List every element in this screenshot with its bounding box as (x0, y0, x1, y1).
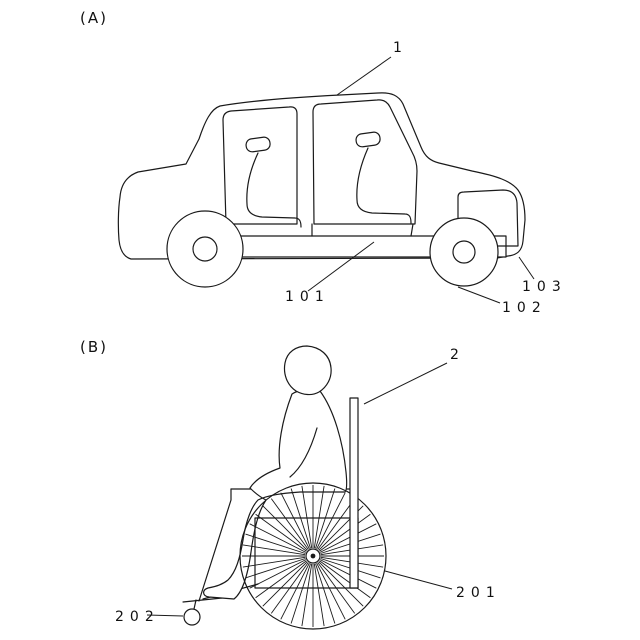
wheel-spoke (280, 562, 310, 620)
wheel-spoke (245, 558, 306, 579)
wheel-spoke (317, 498, 356, 550)
wheel-spoke (280, 492, 310, 550)
wheel-spoke (319, 523, 377, 553)
wheel-spoke (262, 505, 308, 551)
wheel-spoke (319, 513, 371, 552)
wheel-spoke (313, 485, 325, 549)
wheel-spoke (313, 563, 325, 627)
leader-line-1 (336, 56, 392, 96)
chair-caster-fork (193, 599, 197, 610)
drive-wheel-rim (239, 482, 387, 630)
ref-label-102: 102 (502, 300, 547, 316)
figure-a-label: (A) (80, 9, 108, 27)
leader-line-101 (307, 241, 375, 292)
rear-wheel-hub (452, 240, 476, 264)
chair-footrest-bar (182, 597, 223, 603)
leader-line-201 (384, 570, 453, 590)
ref-label-1: 1 (393, 40, 402, 56)
ref-label-202: 202 (115, 609, 160, 625)
leader-line-202 (146, 614, 184, 617)
wheel-spoke (317, 562, 356, 614)
occupant-head (283, 345, 332, 396)
wheel-spoke (242, 556, 306, 568)
wheel-spoke (319, 559, 377, 589)
rear-seat-headrest (355, 131, 381, 148)
wheel-spoke (290, 488, 311, 549)
wheel-spoke (249, 559, 307, 589)
wheel-spoke (245, 533, 306, 554)
wheel-spoke (315, 563, 336, 624)
leader-line-103 (518, 256, 535, 280)
leader-line-102 (457, 286, 501, 304)
wheel-spoke (319, 560, 371, 599)
chair-front-frame (198, 488, 232, 602)
occupant-body (203, 388, 348, 600)
wheel-spoke (316, 492, 346, 550)
car-rear-bumper (457, 189, 519, 247)
ref-label-2: 2 (450, 347, 459, 363)
wheel-spoke (315, 488, 336, 549)
wheel-spoke (316, 562, 346, 620)
chair-back-post (349, 397, 359, 589)
figure-b-label: (B) (80, 338, 108, 356)
figure-b: (B) 2 201 202 (80, 338, 501, 630)
wheel-spoke (270, 498, 309, 550)
wheel-spoke (301, 563, 313, 627)
wheel-spoke (255, 513, 307, 552)
front-wheel-hub (192, 236, 218, 262)
car-pillar-tick-rear (410, 223, 414, 237)
wheel-spoke (262, 561, 308, 607)
wheel-spoke (301, 485, 313, 549)
wheel-spoke (290, 563, 311, 624)
rear-seat-back (356, 147, 412, 224)
drive-wheel-axle (310, 553, 316, 559)
car-front-opening (222, 106, 298, 225)
front-seat-back (246, 152, 302, 228)
leader-line-2 (363, 362, 448, 405)
ref-label-101: 101 (285, 289, 330, 305)
ref-label-201: 201 (456, 585, 501, 601)
car-rear-opening (312, 99, 418, 225)
wheel-spoke (270, 562, 309, 614)
wheel-spoke (255, 560, 307, 599)
front-seat-headrest (245, 136, 271, 153)
wheel-spoke (318, 561, 364, 607)
figure-a: (A) 1 101 102 103 (80, 9, 567, 316)
ref-label-103: 103 (522, 279, 567, 295)
occupant-arm-line (289, 427, 318, 478)
caster-wheel (183, 608, 201, 626)
wheel-spoke (242, 544, 306, 556)
wheel-spoke (249, 523, 307, 553)
